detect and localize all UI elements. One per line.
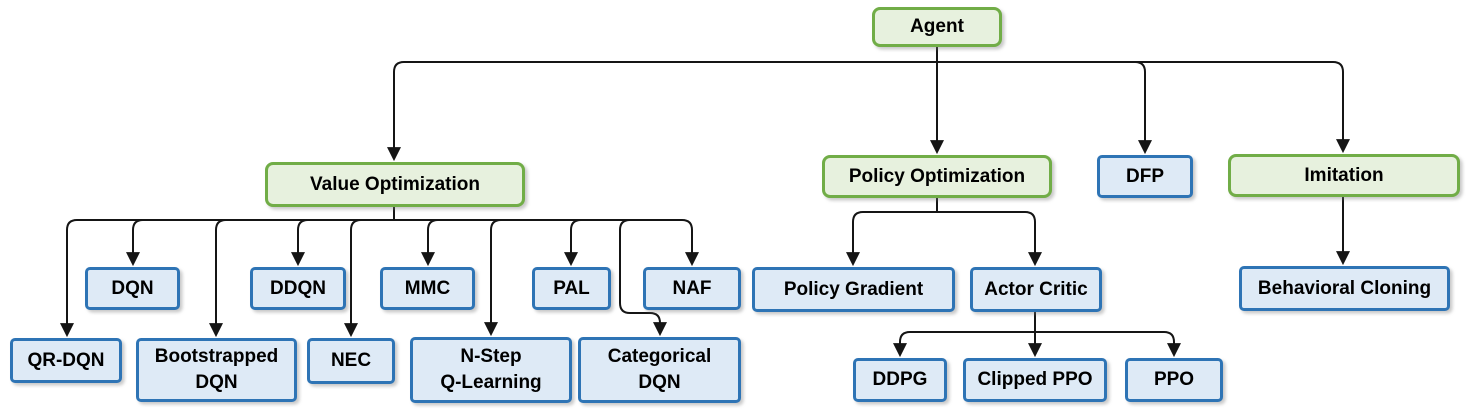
node-categorical-dqn: Categorical DQN <box>578 337 741 403</box>
node-clipped-ppo: Clipped PPO <box>963 358 1107 402</box>
edge-value-optimization-n-step-q-learning <box>484 219 502 337</box>
node-ddqn: DDQN <box>250 267 346 310</box>
node-value-optimization: Value Optimization <box>265 162 525 207</box>
edge-value-optimization-mmc <box>421 219 439 267</box>
edge-agent-imitation <box>937 61 1350 154</box>
node-mmc: MMC <box>380 267 475 310</box>
edge-policy-optimization-policy-gradient <box>846 211 937 267</box>
edge-value-optimization-bootstrapped-dqn <box>209 219 227 338</box>
edge-actor-critic-ddpg <box>893 331 1035 358</box>
node-ppo: PPO <box>1125 358 1223 402</box>
edge-value-optimization-nec <box>344 219 362 338</box>
node-n-step-q-learning: N-Step Q-Learning <box>410 337 572 403</box>
edge-agent-value-optimization <box>387 61 937 162</box>
node-pal: PAL <box>532 267 611 310</box>
node-ddpg: DDPG <box>853 358 947 402</box>
node-dfp: DFP <box>1097 155 1193 198</box>
edge-value-optimization-dqn <box>126 219 144 267</box>
node-behavioral-cloning: Behavioral Cloning <box>1239 266 1450 311</box>
edge-value-optimization-pal <box>564 219 582 267</box>
edge-actor-critic-ppo <box>1035 331 1181 358</box>
node-qr-dqn: QR-DQN <box>10 338 122 383</box>
edge-agent-dfp <box>937 61 1152 155</box>
node-bootstrapped-dqn: Bootstrapped DQN <box>136 338 297 402</box>
edge-value-optimization-qr-dqn <box>60 219 394 338</box>
node-imitation: Imitation <box>1228 154 1460 197</box>
node-dqn: DQN <box>85 267 180 310</box>
edge-value-optimization-naf <box>394 219 699 267</box>
node-nec: NEC <box>307 338 395 384</box>
edge-policy-optimization-actor-critic <box>937 211 1042 267</box>
node-agent: Agent <box>872 7 1002 47</box>
edge-value-optimization-ddqn <box>291 219 309 267</box>
edge-value-optimization-categorical-dqn <box>619 219 667 337</box>
node-naf: NAF <box>643 267 741 310</box>
node-policy-optimization: Policy Optimization <box>822 155 1052 198</box>
node-policy-gradient: Policy Gradient <box>752 267 955 312</box>
node-actor-critic: Actor Critic <box>970 267 1102 312</box>
